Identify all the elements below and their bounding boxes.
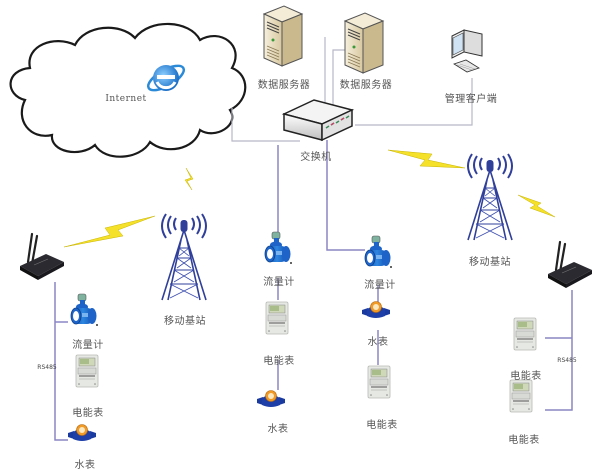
- server1-label: 数据服务器: [257, 80, 311, 91]
- client-label: 管理客户端: [444, 94, 498, 105]
- right-emeter2-label: 电能表: [508, 435, 540, 446]
- mid1-watermeter-label: 水表: [267, 424, 289, 435]
- switch-label: 交换机: [300, 152, 332, 163]
- mid2-flowmeter-label: 流量计: [364, 280, 396, 291]
- left-emeter-label: 电能表: [72, 408, 104, 419]
- wireless-links: [63, 149, 556, 248]
- mid2-watermeter-label: 水表: [367, 337, 389, 348]
- flowmeter-icon: [70, 293, 99, 327]
- server2-label: 数据服务器: [339, 80, 393, 91]
- electric-meter-icon: [513, 317, 537, 351]
- mid1-flowmeter-label: 流量计: [263, 277, 295, 288]
- water-meter-icon: [256, 390, 286, 408]
- flowmeter-icon: [364, 235, 393, 269]
- right-emeter1-label: 电能表: [510, 371, 542, 382]
- tower-right-label: 移动基站: [469, 257, 511, 268]
- mid2-emeter-label: 电能表: [366, 420, 398, 431]
- tower-left-label: 移动基站: [164, 316, 206, 327]
- internet-label: Internet: [105, 94, 147, 104]
- wireless-router-icon: [18, 232, 66, 282]
- electric-meter-icon: [265, 301, 289, 335]
- electric-meter-icon: [367, 365, 391, 399]
- internet-cloud: [9, 22, 247, 158]
- field-wires: [54, 140, 573, 441]
- cell-tower-icon: [161, 213, 207, 301]
- server-icon: [344, 12, 384, 74]
- internet-explorer-icon: [146, 64, 186, 92]
- mid1-emeter-label: 电能表: [263, 356, 295, 367]
- cell-tower-icon: [467, 153, 513, 241]
- flowmeter-icon: [264, 231, 293, 265]
- water-meter-icon: [67, 424, 97, 442]
- ethernet-wires: [231, 37, 473, 142]
- electric-meter-icon: [509, 379, 533, 413]
- electric-meter-icon: [75, 354, 99, 388]
- wireless-router-icon: [546, 240, 594, 290]
- right-rs485-label: RS485: [557, 357, 577, 364]
- water-meter-icon: [361, 301, 391, 319]
- left-watermeter-label: 水表: [74, 460, 96, 471]
- left-flowmeter-label: 流量计: [72, 340, 104, 351]
- left-rs485-label: RS485: [37, 364, 57, 371]
- server-icon: [263, 5, 303, 67]
- computer-icon: [451, 29, 483, 73]
- switch-icon: [281, 99, 355, 142]
